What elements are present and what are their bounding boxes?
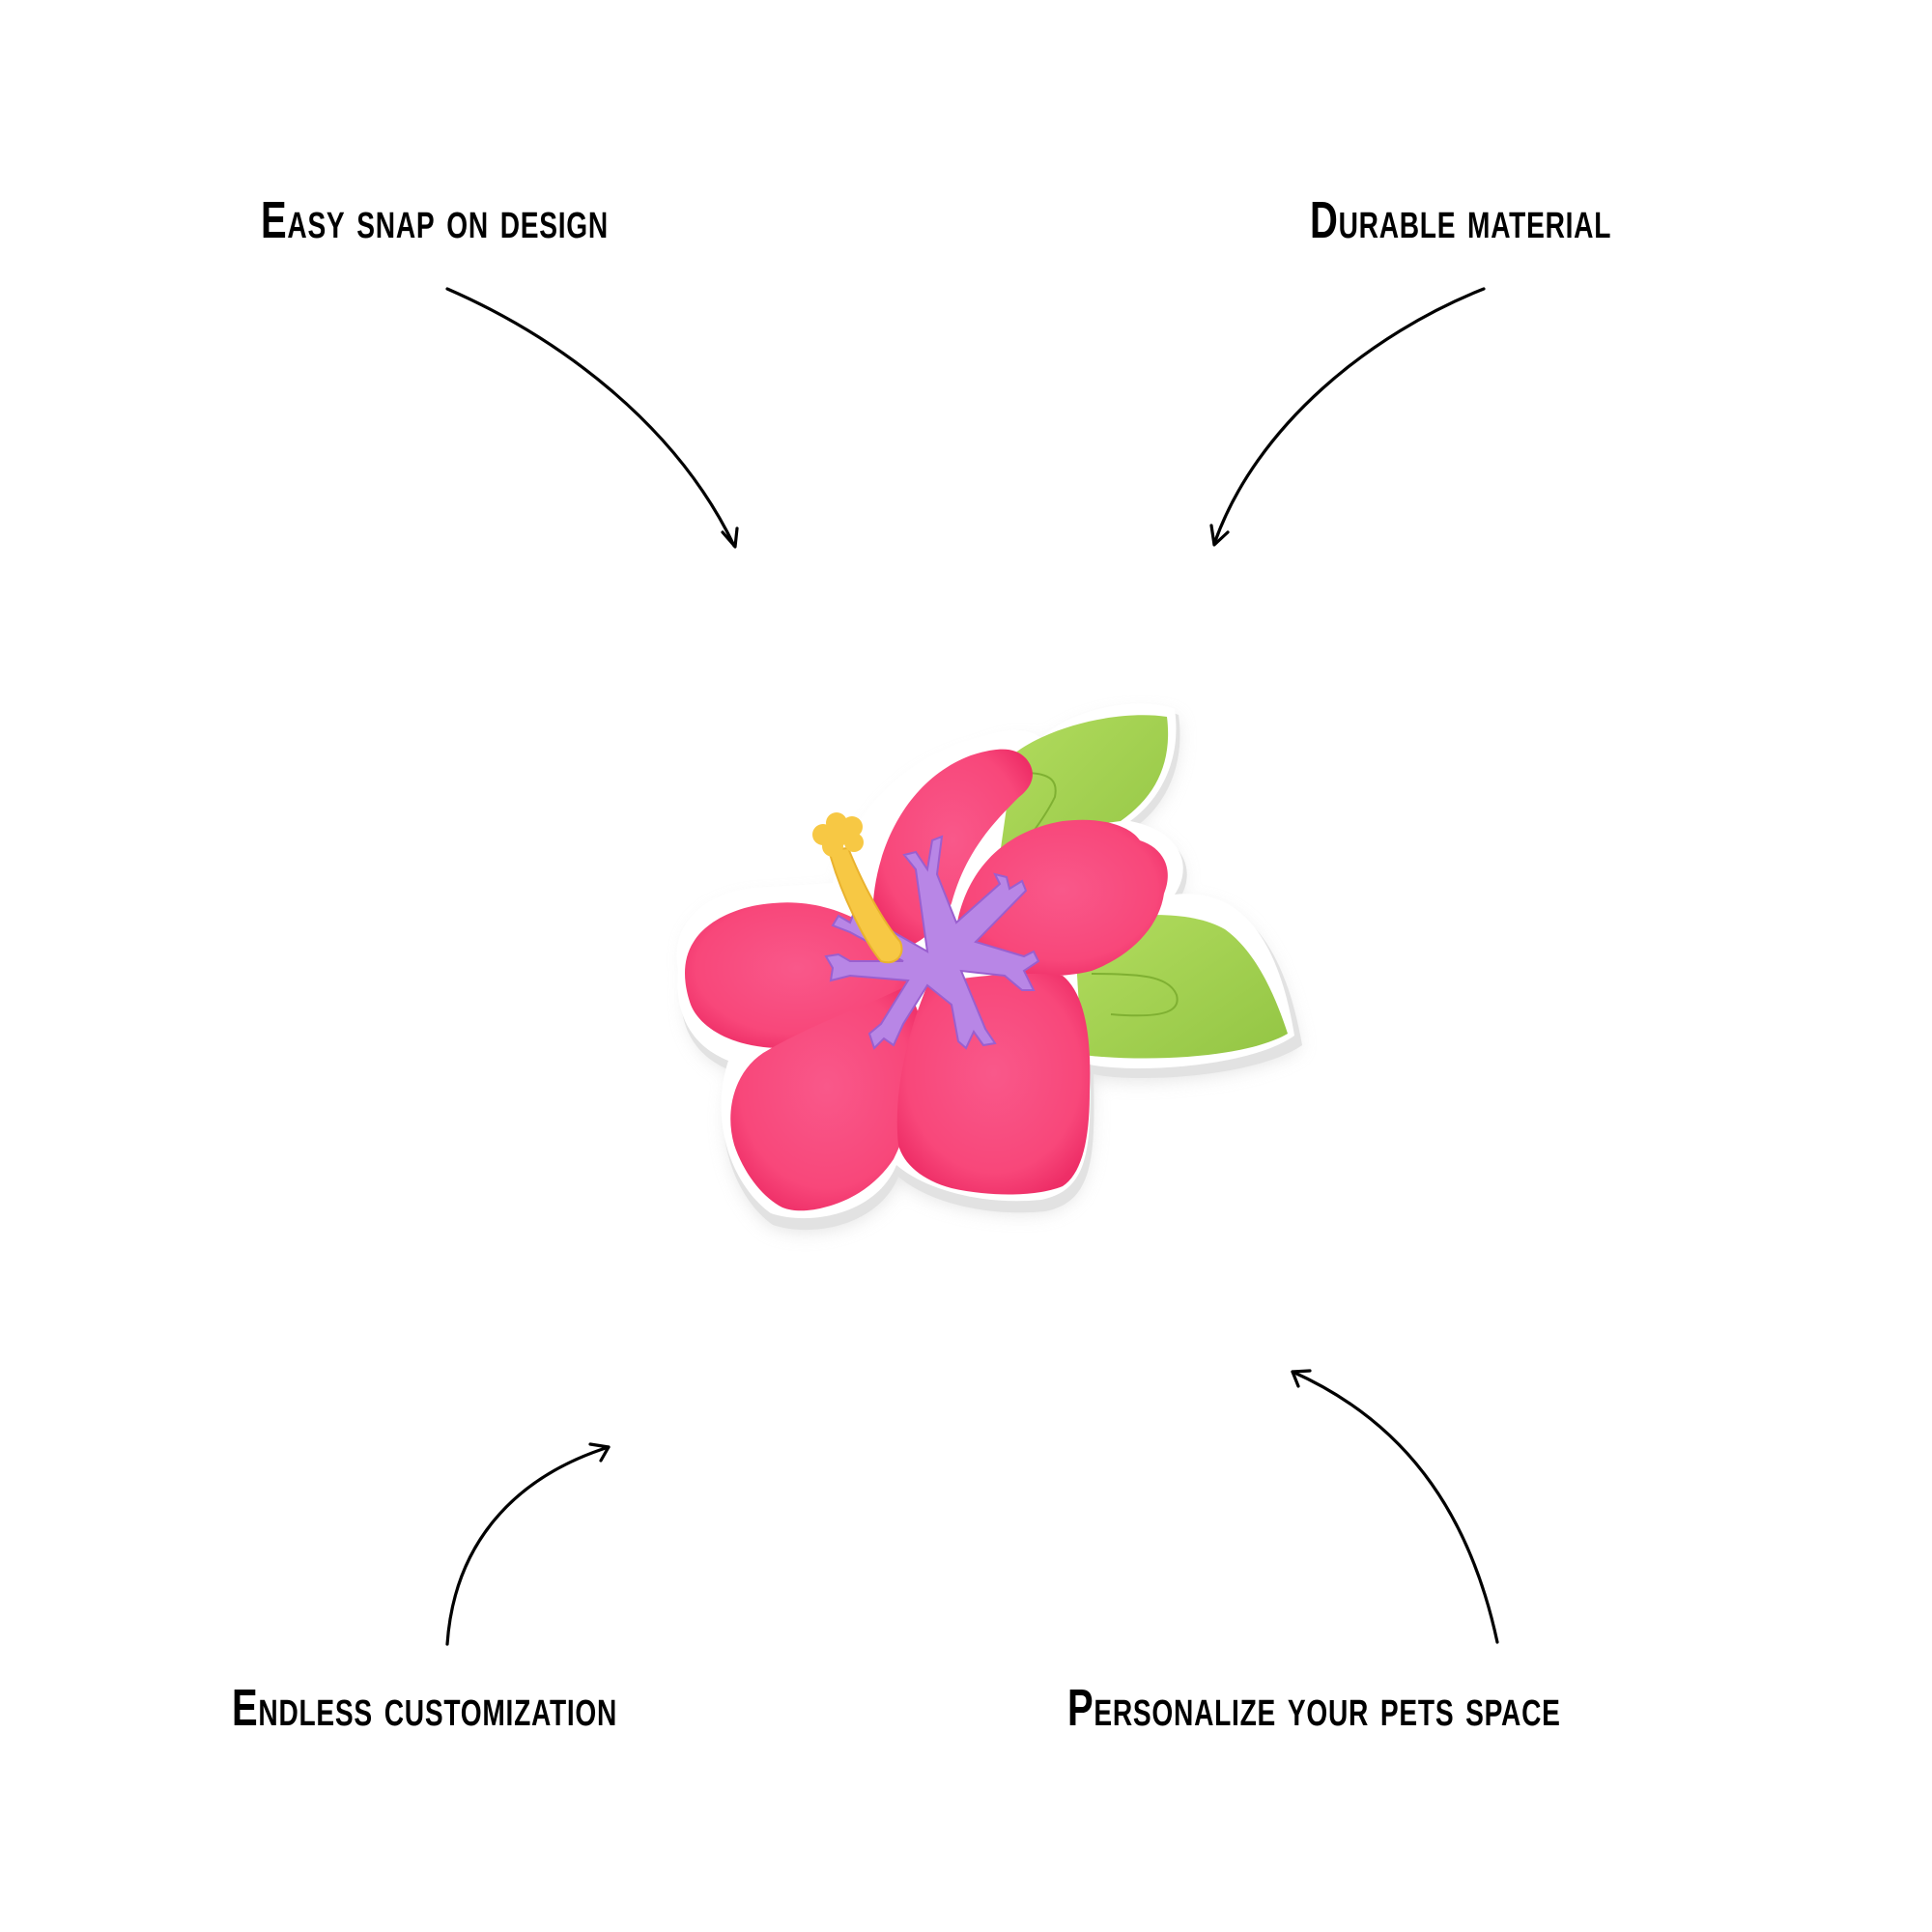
stamen [827, 846, 903, 964]
curved-arrow-bottom-right-icon [1291, 1369, 1499, 1644]
curved-arrow-bottom-left-icon [445, 1442, 611, 1646]
stamen-tip [812, 812, 864, 857]
feature-label-personalize-space: Personalize your pets space [1067, 1679, 1561, 1737]
feature-label-easy-snap: Easy snap on design [261, 191, 609, 249]
hibiscus-charm-image [676, 703, 1302, 1233]
curved-arrow-top-left-icon [445, 287, 739, 549]
right-petal [956, 819, 1168, 977]
top-petal [872, 749, 1033, 952]
bottom-petal [896, 974, 1091, 1195]
curved-arrow-top-right-icon [1209, 287, 1486, 547]
feature-label-endless-customization: Endless customization [232, 1679, 618, 1737]
flower-center [824, 835, 1040, 1050]
feature-label-durable-material: Durable material [1310, 191, 1612, 249]
